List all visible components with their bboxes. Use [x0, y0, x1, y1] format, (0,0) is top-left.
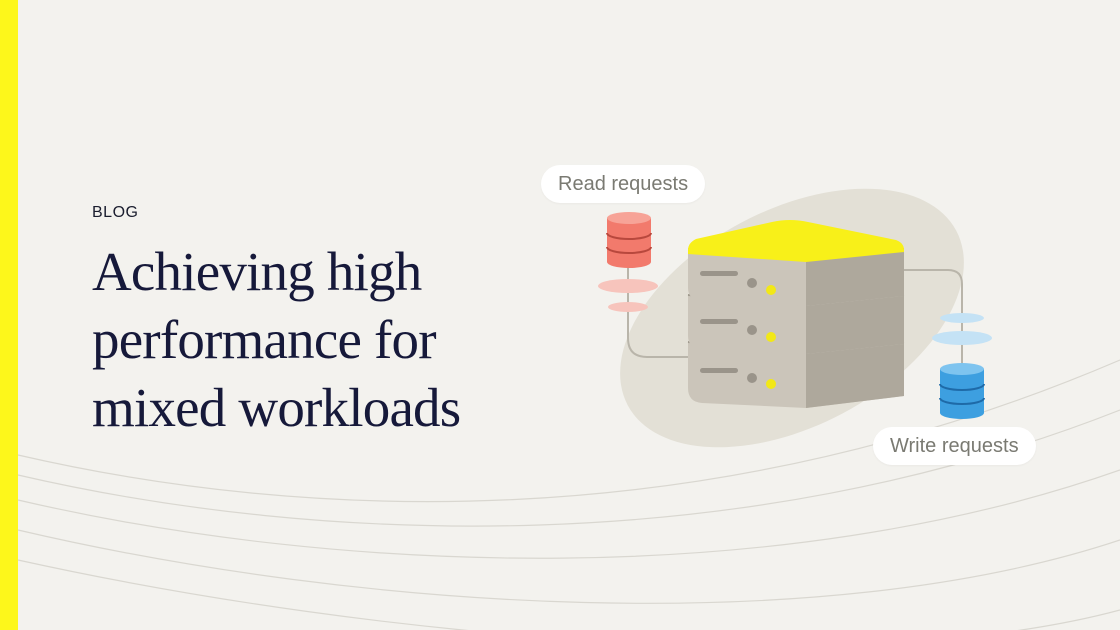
read-ripple — [598, 279, 658, 293]
write-ripple — [940, 313, 984, 323]
red-database-icon — [606, 212, 652, 268]
read-connector — [627, 265, 688, 358]
write-ripple — [932, 331, 992, 345]
write-connector — [904, 269, 963, 368]
page-title: Achieving high performance for mixed wor… — [92, 241, 461, 438]
server-stack-icon — [687, 220, 905, 408]
accent-bar — [0, 0, 18, 630]
blue-database-icon — [939, 363, 985, 419]
read-requests-label: Read requests — [541, 165, 706, 203]
server-lid — [688, 220, 904, 262]
write-requests-label: Write requests — [873, 427, 1036, 465]
read-ripple — [608, 302, 648, 312]
server-unit — [687, 294, 905, 354]
category-label: BLOG — [92, 204, 139, 221]
server-unit — [688, 248, 904, 306]
